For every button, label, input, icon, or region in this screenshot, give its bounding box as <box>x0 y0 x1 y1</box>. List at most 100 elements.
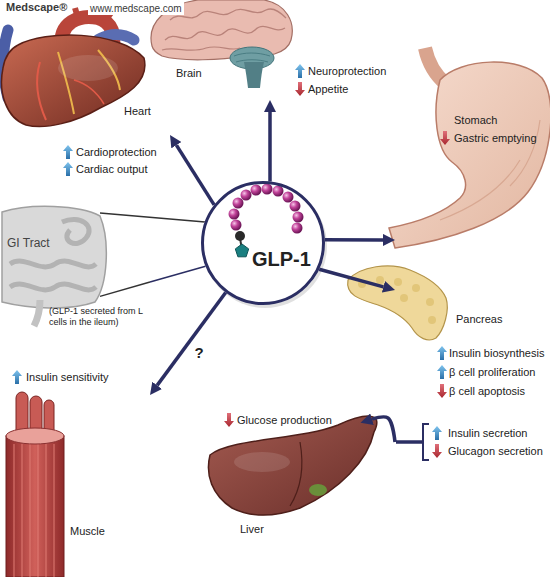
muscle-striations <box>14 444 54 577</box>
liver-body <box>208 416 376 515</box>
organ-name: Pancreas <box>456 312 502 326</box>
liver-organ: Glucose productionLiver <box>205 398 360 568</box>
stomach-body <box>389 62 550 248</box>
decrease-arrow <box>224 413 234 427</box>
muscle-illustration <box>6 392 64 577</box>
decrease-arrow <box>295 82 305 96</box>
effect-text: Cardiac output <box>76 162 148 176</box>
circle-outline <box>201 181 325 305</box>
increase-arrow <box>437 346 447 360</box>
pancreas-lobule <box>426 298 434 306</box>
increase-arrow <box>437 365 447 379</box>
connector-arrow <box>325 238 383 242</box>
cerebellum-folds <box>234 53 270 62</box>
decrease-arrow <box>440 131 450 145</box>
effect-text: Glucagon secretion <box>448 444 543 458</box>
connector-arrow <box>268 112 272 181</box>
organ-name: Liver <box>240 522 264 536</box>
bracket-line <box>423 424 429 460</box>
circle-border <box>203 183 324 304</box>
organ-name: GI Tract <box>7 236 50 251</box>
edge-label: ? <box>193 344 206 361</box>
pancreas-body <box>348 266 448 340</box>
increase-arrow <box>295 64 305 78</box>
pancreas-organ: PancreasInsulin biosynthesisβ cell proli… <box>395 258 548 464</box>
pancreas-lobule <box>394 278 402 286</box>
decrease-arrow <box>437 384 447 398</box>
funnel-line <box>100 213 205 222</box>
bead <box>241 190 252 201</box>
organ-name: Stomach <box>454 113 497 127</box>
site-url: www.medscape.com <box>88 2 184 15</box>
bead <box>231 220 242 231</box>
effect-text: β cell proliferation <box>449 365 535 379</box>
bead <box>283 192 294 203</box>
increase-arrow <box>432 426 442 440</box>
connector-line <box>150 266 206 282</box>
glp1-molecule <box>201 181 327 308</box>
gi-tract-organ: GI Tract (GLP-1 secreted from L cells in … <box>0 205 150 335</box>
change-arrows <box>12 64 450 458</box>
caption-note: (GLP-1 secreted from L cells in the ileu… <box>49 306 147 328</box>
connector-arrow <box>372 417 395 442</box>
pancreas-lobule <box>412 284 420 292</box>
effect-text: Neuroprotection <box>308 64 386 78</box>
effect-text: Insulin sensitivity <box>26 370 109 384</box>
bracket <box>396 424 429 460</box>
bead <box>290 201 301 212</box>
ileum-tube <box>34 300 40 326</box>
bead <box>233 198 244 209</box>
liver-illustration <box>208 416 376 515</box>
bead <box>293 212 304 223</box>
gallbladder <box>309 484 327 496</box>
muscle-body <box>6 436 64 577</box>
effect-text: Cardioprotection <box>76 145 157 159</box>
heart-organ: HeartCardioprotectionCardiac output <box>0 0 170 180</box>
effect-text: β cell apoptosis <box>449 384 525 398</box>
circle-ground <box>201 181 325 305</box>
connector-arrow <box>157 293 226 386</box>
pancreas-lobule <box>428 316 436 324</box>
heart-illustration <box>2 7 145 126</box>
connector-arrow <box>319 269 383 287</box>
coronary-vessel <box>37 62 46 120</box>
intestine-mass <box>2 206 106 308</box>
muscle-section <box>6 428 64 444</box>
hormone-name: GLP-1 <box>252 247 311 271</box>
liver-lobe-line <box>290 442 302 506</box>
liver-highlight <box>234 452 290 472</box>
heart-body <box>2 35 145 126</box>
connector-arrow <box>176 145 214 205</box>
organ-name: Muscle <box>70 524 105 538</box>
stomach-organ: StomachGastric emptying <box>395 48 550 252</box>
effect-text: Gastric emptying <box>454 131 537 145</box>
coronary-vessel <box>74 80 104 104</box>
stomach-illustration <box>389 48 550 248</box>
pancreas-illustration <box>348 266 448 340</box>
organ-name: Brain <box>176 66 202 80</box>
bead <box>251 185 262 196</box>
bead <box>292 223 303 234</box>
increase-arrow <box>12 370 22 384</box>
brain-organ: BrainNeuroprotectionAppetite <box>172 0 392 100</box>
brain-gyri <box>165 26 285 40</box>
organ-name: Heart <box>124 104 151 118</box>
stomach-rugae <box>440 120 540 220</box>
increase-arrow <box>63 145 73 159</box>
bead <box>273 186 284 197</box>
intestine-loop <box>10 284 96 290</box>
dark-bead <box>235 231 245 241</box>
brain-stem <box>244 62 264 88</box>
glp1-circle: GLP-1 <box>201 181 325 305</box>
bracket-stub <box>396 440 422 444</box>
increase-arrow <box>63 162 73 176</box>
brain-gyri <box>162 47 240 50</box>
decrease-arrow <box>432 444 442 458</box>
intestine-loop <box>10 261 96 267</box>
bead <box>229 209 240 220</box>
effect-text: Glucose production <box>237 413 332 427</box>
